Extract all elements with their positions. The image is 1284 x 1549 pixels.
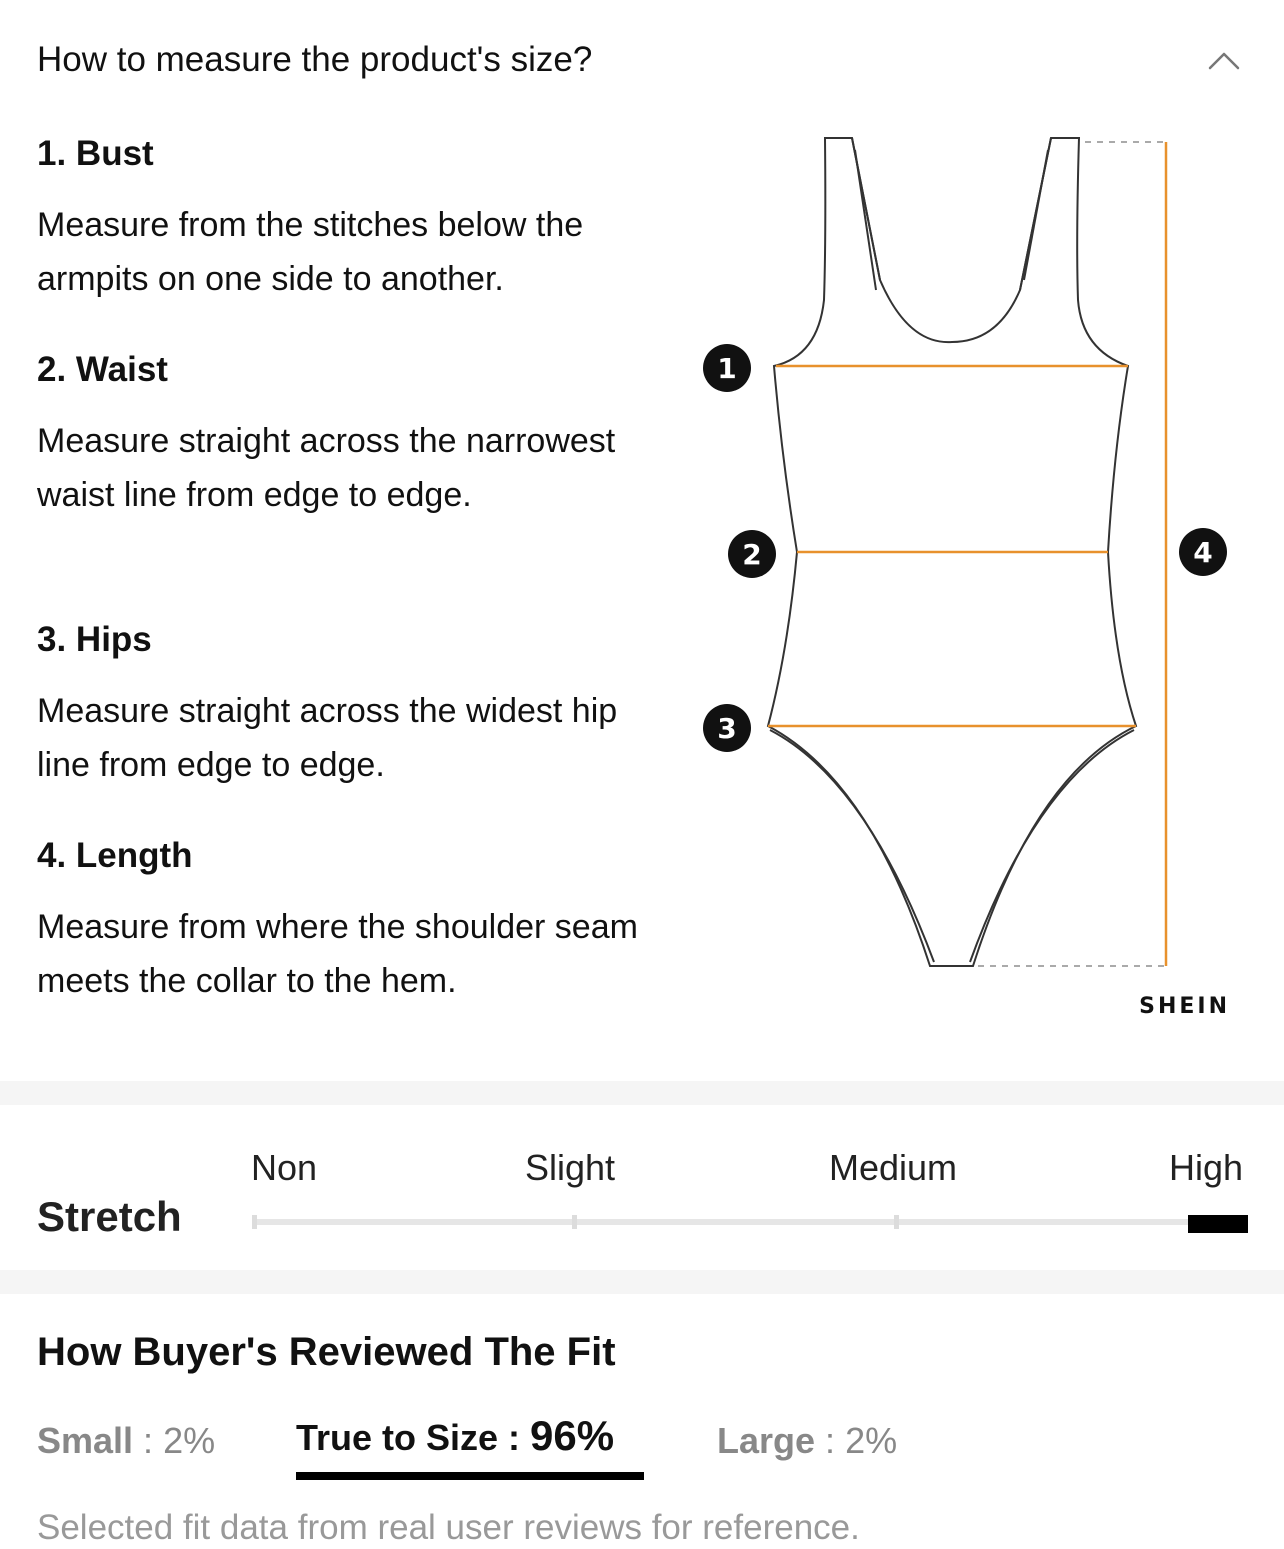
- fit-large-value: 2%: [845, 1420, 898, 1461]
- measure-title-bust: 1. Bust: [37, 134, 154, 173]
- fit-large: Large : 2%: [717, 1420, 898, 1461]
- bodysuit-outline: [766, 137, 1138, 967]
- stretch-label: Stretch: [37, 1193, 182, 1240]
- fit-review-section: How Buyer's Reviewed The Fit Small : 2% …: [0, 1294, 1284, 1549]
- svg-text:3: 3: [717, 712, 736, 745]
- brand-logo: SHEIN: [1139, 994, 1230, 1019]
- stretch-level-medium: Medium: [829, 1147, 958, 1188]
- size-guide-header[interactable]: How to measure the product's size?: [0, 0, 1284, 120]
- marker-4-icon: 4: [1179, 528, 1227, 576]
- measure-desc-length: Measure from where the shoulder seam mee…: [37, 908, 638, 1000]
- stretch-level-slight: Slight: [525, 1147, 616, 1188]
- section-divider: [0, 1081, 1284, 1105]
- svg-text:1: 1: [717, 352, 736, 385]
- stretch-level-non: Non: [251, 1147, 318, 1188]
- measure-title-length: 4. Length: [37, 836, 193, 875]
- measure-desc-waist: Measure straight across the narrowest wa…: [37, 422, 616, 514]
- stretch-tick: [252, 1215, 257, 1229]
- measure-title-waist: 2. Waist: [37, 350, 168, 389]
- fit-true-to-size-value: 96%: [530, 1412, 615, 1459]
- fit-review-title: How Buyer's Reviewed The Fit: [37, 1330, 616, 1374]
- fit-small-value: 2%: [163, 1420, 216, 1461]
- fit-large-label: Large: [717, 1420, 816, 1461]
- fit-active-underline: [296, 1472, 644, 1480]
- measure-title-hips: 3. Hips: [37, 620, 152, 659]
- fit-true-to-size-label: True to Size: [296, 1417, 499, 1458]
- marker-1-icon: 1: [703, 344, 751, 392]
- guide-dashes: [978, 141, 1166, 967]
- marker-2-icon: 2: [728, 530, 776, 578]
- fit-true-to-size: True to Size : 96%: [296, 1412, 615, 1459]
- measure-desc-hips: Measure straight across the widest hip l…: [37, 692, 618, 784]
- fit-review-note: Selected fit data from real user reviews…: [37, 1508, 860, 1547]
- stretch-level-indicator: [1188, 1215, 1248, 1233]
- garment-diagram: 1 2 3 4 SHEIN: [703, 137, 1230, 1019]
- measure-lines: [768, 142, 1168, 966]
- section-divider: [0, 1270, 1284, 1294]
- fit-small-label: Small: [37, 1420, 134, 1461]
- stretch-tick: [572, 1215, 577, 1229]
- stretch-section: Non Slight Medium High Stretch: [0, 1105, 1284, 1269]
- stretch-scale: [252, 1215, 1248, 1233]
- svg-text:4: 4: [1193, 536, 1212, 569]
- stretch-tick: [894, 1215, 899, 1229]
- stretch-level-high: High: [1169, 1147, 1244, 1188]
- measure-desc-bust: Measure from the stitches below the armp…: [37, 206, 584, 298]
- size-guide-title: How to measure the product's size?: [37, 40, 593, 79]
- marker-3-icon: 3: [703, 704, 751, 752]
- fit-small: Small : 2%: [37, 1420, 216, 1461]
- svg-text:2: 2: [742, 538, 761, 571]
- chevron-up-icon[interactable]: [1206, 48, 1242, 72]
